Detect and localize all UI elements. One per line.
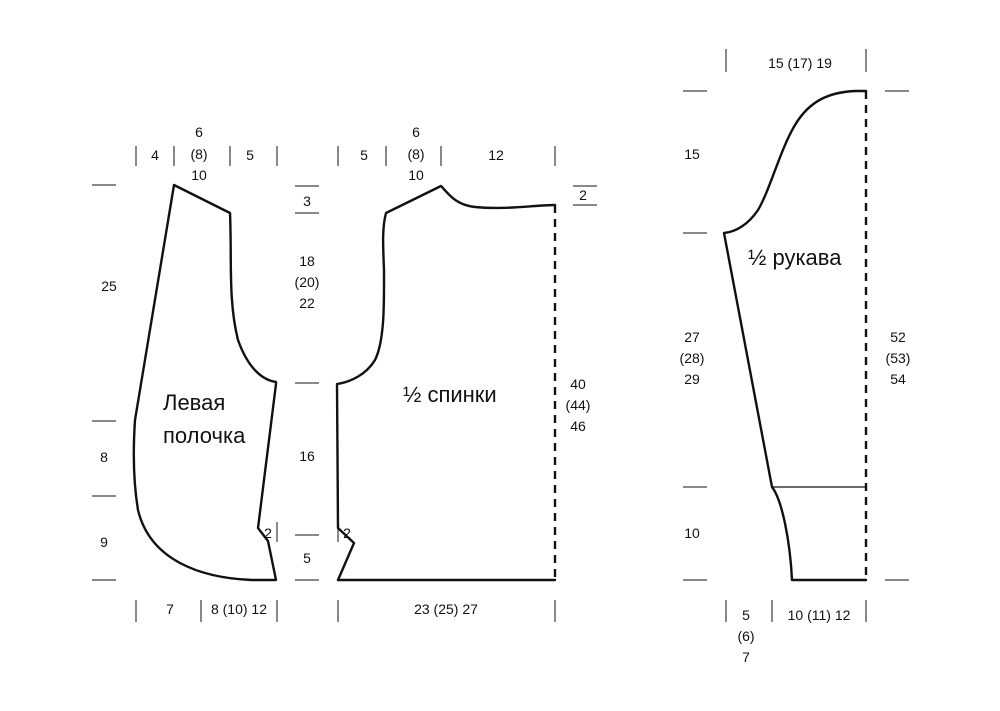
sleeve-top: 15 (17) 19 [768, 55, 832, 71]
sleeve-bottom-dims: 5 (6) 7 10 (11) 12 [725, 600, 867, 665]
sleeve-right-dims: 52 (53) 54 [885, 90, 911, 581]
lf-bot-left: 7 [166, 601, 174, 617]
mid-side: 16 [299, 448, 315, 464]
sleeve-bot-right: 10 (11) 12 [788, 607, 851, 623]
lf-notch: 2 [264, 525, 272, 541]
sleeve-title: ½ рукава [748, 245, 842, 270]
back-piece: ½ спинки [335, 184, 557, 582]
lf-top-mid-3: 10 [191, 167, 207, 183]
left-front-side-dims: 25 8 9 [92, 184, 117, 581]
left-front-outline [132, 183, 278, 582]
back-bottom-dims: 23 (25) 27 [337, 600, 556, 622]
back-outline [335, 184, 557, 582]
sleeve-piece: ½ рукава [722, 89, 868, 582]
sleeve-len-2: (28) [680, 350, 705, 366]
lf-top-mid-2: (8) [190, 146, 207, 162]
lf-top-right: 5 [246, 147, 254, 163]
sleeve-outline [722, 89, 868, 582]
back-top-dims: 5 6 (8) 10 12 [337, 124, 556, 183]
left-front-title-2: полочка [163, 423, 246, 448]
lf-side-top: 25 [101, 278, 117, 294]
sleeve-len-1: 27 [684, 329, 700, 345]
back-shoulder-drop: 2 [579, 187, 587, 203]
lf-top-mid-1: 6 [195, 124, 203, 140]
middle-dims: 3 18 (20) 22 16 5 [295, 185, 320, 581]
back-title: ½ спинки [403, 382, 497, 407]
sleeve-full-3: 54 [890, 371, 906, 387]
lf-top-left: 4 [151, 147, 159, 163]
back-height-1: 40 [570, 376, 586, 392]
back-top-mid-1: 6 [412, 124, 420, 140]
back-height-3: 46 [570, 418, 586, 434]
sleeve-top-dims: 15 (17) 19 [725, 49, 867, 72]
sleeve-bot-left-1: 5 [742, 607, 750, 623]
sleeve-len-3: 29 [684, 371, 700, 387]
lf-side-mid: 8 [100, 449, 108, 465]
back-height-2: (44) [566, 397, 591, 413]
left-front-piece: Левая полочка [132, 183, 278, 582]
back-bottom: 23 (25) 27 [414, 601, 478, 617]
sleeve-full-1: 52 [890, 329, 906, 345]
sleeve-full-2: (53) [886, 350, 911, 366]
sleeve-cuff: 10 [684, 525, 700, 541]
sleeve-cap: 15 [684, 146, 700, 162]
left-front-title-1: Левая [163, 390, 225, 415]
mid-arm-3: 22 [299, 295, 315, 311]
back-notch: 2 [343, 525, 351, 541]
back-top-mid-3: 10 [408, 167, 424, 183]
back-right-dims: 2 40 (44) 46 [566, 185, 597, 434]
left-front-top-dims: 4 6 (8) 10 5 [135, 124, 278, 183]
sleeve-left-dims: 15 27 (28) 29 10 [680, 90, 707, 581]
mid-neck: 3 [303, 193, 311, 209]
left-front-bottom-dims: 7 8 (10) 12 [135, 600, 278, 622]
back-top-mid-2: (8) [407, 146, 424, 162]
back-top-left: 5 [360, 147, 368, 163]
mid-hem: 5 [303, 550, 311, 566]
mid-arm-1: 18 [299, 253, 315, 269]
sleeve-bot-left-2: (6) [737, 628, 754, 644]
back-top-right: 12 [488, 147, 504, 163]
lf-side-bot: 9 [100, 534, 108, 550]
sleeve-bot-left-3: 7 [742, 649, 750, 665]
mid-arm-2: (20) [295, 274, 320, 290]
lf-bot-right: 8 (10) 12 [211, 601, 267, 617]
